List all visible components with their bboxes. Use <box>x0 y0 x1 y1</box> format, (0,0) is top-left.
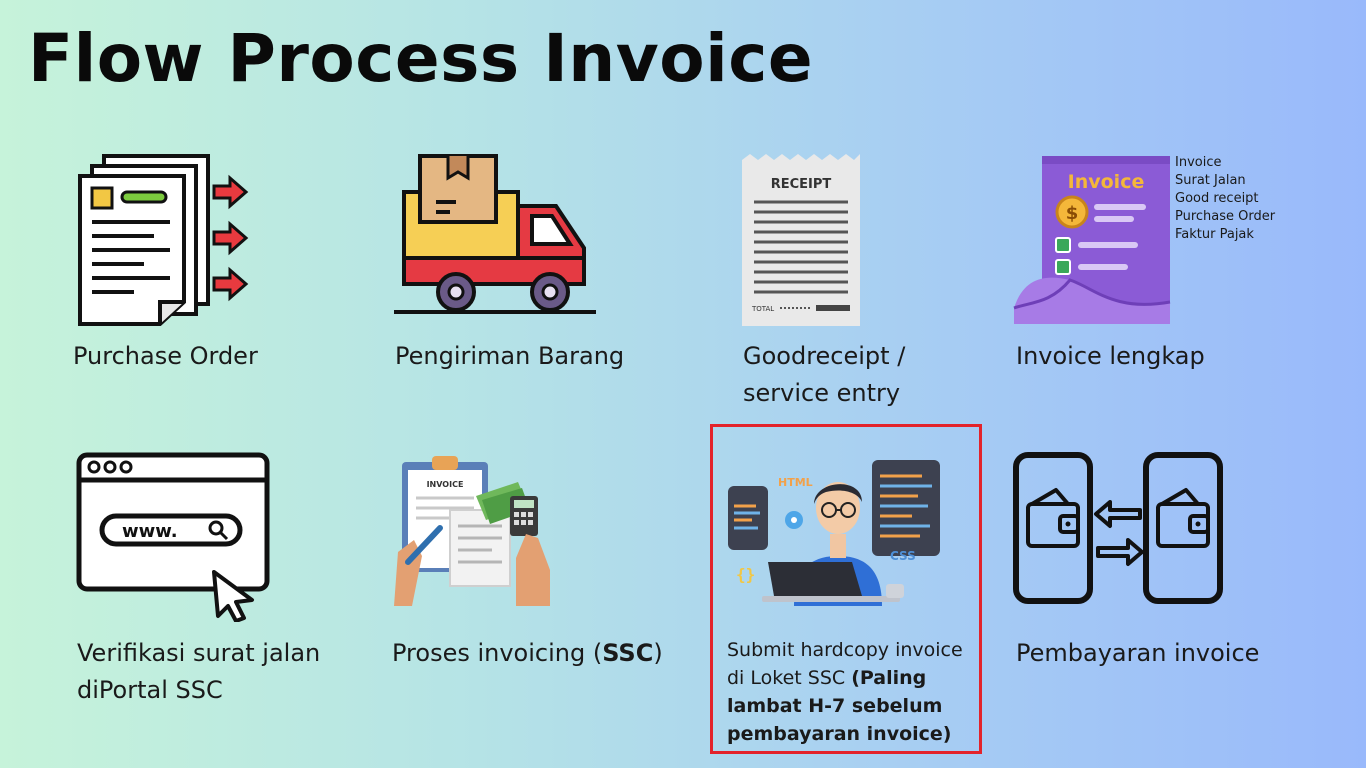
label-line: Verifikasi surat jalan <box>77 639 321 667</box>
developer-laptop-icon: HTML CSS {} <box>728 460 940 606</box>
receipt-header-text: RECEIPT <box>771 177 832 192</box>
step-label-pengiriman-barang: Pengiriman Barang <box>395 342 625 370</box>
step-label-goodreceipt: Goodreceipt / service entry <box>743 338 905 412</box>
html-text: HTML <box>778 476 813 489</box>
step-label-invoice-lengkap: Invoice lengkap <box>1016 342 1205 370</box>
invoice-header-text: Invoice <box>1068 171 1145 193</box>
web-browser-icon: www. <box>76 452 270 622</box>
step-label-purchase-order: Purchase Order <box>73 342 258 370</box>
label-suffix: ) <box>653 639 663 667</box>
clipboard-invoice-text: INVOICE <box>427 480 464 489</box>
delivery-truck-icon <box>394 154 596 314</box>
checklist-item: Faktur Pajak <box>1175 227 1254 242</box>
svg-text:{}: {} <box>736 565 755 584</box>
checklist-item: Good receipt <box>1175 191 1259 206</box>
highlight-box <box>710 424 982 754</box>
invoice-scroll-icon: Invoice $ <box>1013 156 1171 324</box>
step-label-pembayaran: Pembayaran invoice <box>1016 639 1260 667</box>
receipt-icon: RECEIPT TOTAL <box>742 154 860 326</box>
invoice-checklist: Invoice Surat Jalan Good receipt Purchas… <box>1175 154 1275 244</box>
checklist-item: Invoice <box>1175 155 1222 170</box>
checklist-item: Purchase Order <box>1175 209 1276 224</box>
label-bold: SSC <box>602 639 654 667</box>
label-prefix: Submit hardcopy invoice di Loket SSC <box>727 639 963 689</box>
currency-symbol: $ <box>1066 203 1079 224</box>
checklist-item: Surat Jalan <box>1175 173 1246 188</box>
css-text: CSS <box>890 549 916 563</box>
label-line: service entry <box>743 379 901 407</box>
url-text: www. <box>122 521 178 542</box>
label-bold: (Paling lambat H-7 sebelum pembayaran in… <box>727 667 952 745</box>
step-label-proses-invoicing: Proses invoicing (SSC) <box>392 635 663 672</box>
receipt-total-text: TOTAL <box>751 305 774 313</box>
step-label-submit-hardcopy: Submit hardcopy invoice di Loket SSC (Pa… <box>727 636 977 748</box>
phone-wallet-transfer-icon <box>1013 452 1223 604</box>
invoicing-clipboard-icon: INVOICE <box>394 456 550 606</box>
step-label-verifikasi: Verifikasi surat jalan diPortal SSC <box>77 635 320 709</box>
purchase-order-documents-icon <box>78 154 249 326</box>
label-line: diPortal SSC <box>77 676 223 704</box>
label-prefix: Proses invoicing ( <box>392 639 603 667</box>
page-title: Flow Process Invoice <box>28 20 814 97</box>
label-line: Goodreceipt / <box>743 342 906 370</box>
